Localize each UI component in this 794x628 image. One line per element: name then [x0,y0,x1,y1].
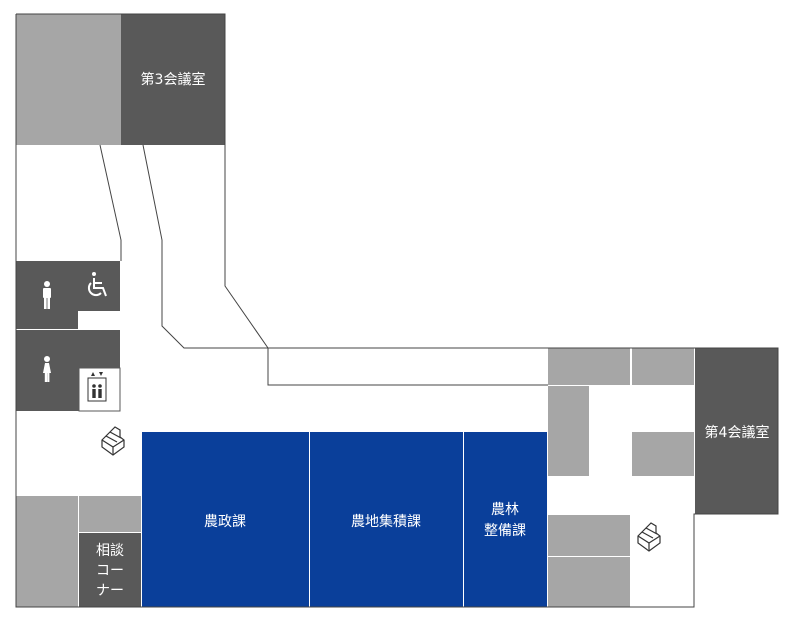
meeting-room-3[interactable] [121,14,225,145]
meeting-room-4[interactable] [695,348,778,514]
womens-restroom-icon [43,356,51,382]
farmland-consolidation-office[interactable] [310,432,463,607]
consultation-corner-label-2: コー [96,563,124,579]
corridor-diagonal-left [99,144,122,261]
storage-right-2 [632,348,694,385]
corridor-outline-top [16,13,269,349]
storage-right-5 [548,515,630,556]
storage-right-1 [548,348,630,385]
consultation-corner-label-3: ナー [96,583,124,599]
meeting-room-4-label: 第4会議室 [705,424,770,441]
forestry-maintenance-label-2: 整備課 [484,523,526,539]
mens-restroom-icon [43,281,51,309]
forestry-maintenance-office[interactable] [464,432,547,607]
storage-right-3 [548,386,589,476]
storage-bottom-left [16,496,78,607]
meeting-room-3-label: 第3会議室 [141,71,206,88]
storage-bottom-left-small [79,496,141,532]
consultation-corner[interactable] [79,533,141,607]
storage-right-4 [632,432,694,476]
farmland-consolidation-label: 農地集積課 [351,513,421,530]
storage-top-left [16,14,121,145]
stairs-icon-right [637,522,661,552]
wheelchair-icon [87,272,107,297]
agricultural-administration-office[interactable] [142,432,309,607]
corridor-diagonal-middle [142,144,268,349]
agricultural-administration-label: 農政課 [204,514,246,530]
stairs-icon [101,426,125,456]
storage-right-6 [548,557,630,607]
accessible-restroom[interactable] [78,261,120,311]
consultation-corner-label-1: 相談 [96,543,124,559]
elevator[interactable] [78,367,121,412]
elevator-icon [87,372,107,402]
corridor-outline [15,14,779,608]
forestry-maintenance-label-1: 農林 [491,502,519,518]
